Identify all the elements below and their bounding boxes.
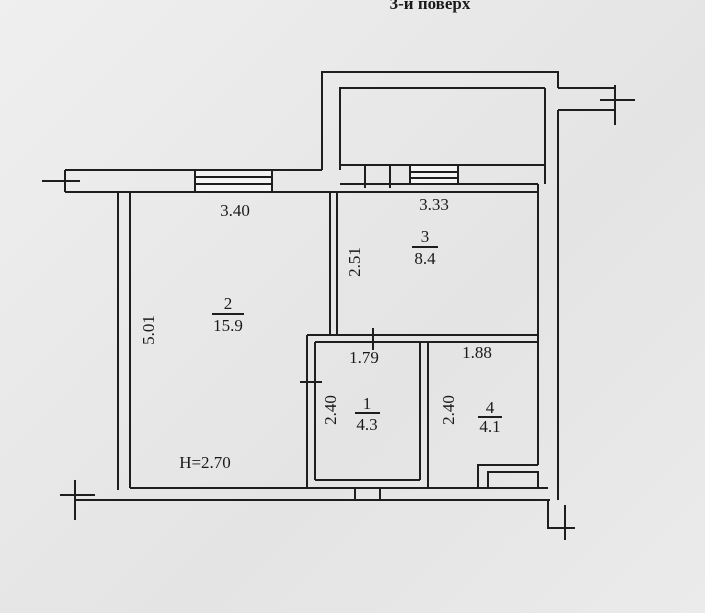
room-2-width: 3.40 <box>220 201 250 220</box>
window <box>409 164 459 185</box>
floor-title: 3-й поверх <box>390 0 471 13</box>
room-2-number: 2 <box>224 294 233 313</box>
interior-walls <box>300 192 538 500</box>
room-4-length: 2.40 <box>439 395 458 425</box>
room-2-length: 5.01 <box>139 315 158 345</box>
room-3-length: 2.51 <box>345 247 364 277</box>
room-2-area: 15.9 <box>213 316 243 335</box>
room-1-width: 1.79 <box>349 348 379 367</box>
room-1-length: 2.40 <box>321 395 340 425</box>
room-4-width: 1.88 <box>462 343 492 362</box>
room-4-number: 4 <box>486 398 495 417</box>
room-3-number: 3 <box>421 227 430 246</box>
room-1-area: 4.3 <box>356 415 377 434</box>
ceiling-height: H=2.70 <box>179 453 231 472</box>
room-3-area: 8.4 <box>414 249 436 268</box>
exterior-walls <box>42 85 635 540</box>
room-4-area: 4.1 <box>479 417 500 436</box>
room-1-number: 1 <box>363 394 372 413</box>
window <box>194 169 273 193</box>
room-3-width: 3.33 <box>419 195 449 214</box>
